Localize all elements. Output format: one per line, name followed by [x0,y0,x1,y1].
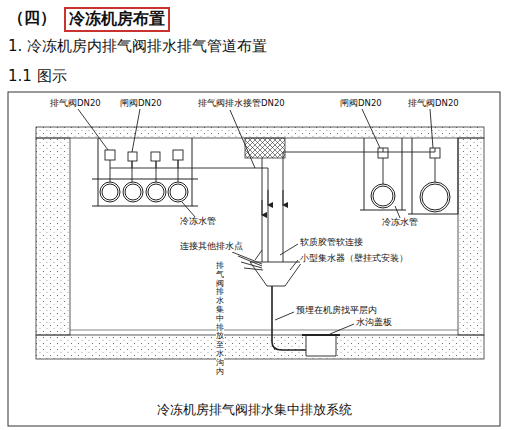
part-label: 连接其他排水点 [180,242,243,252]
subheading: 1. 冷冻机房内排气阀排水排气管道布置 [8,38,267,55]
part-label: 软质胶管软连接 [300,238,363,248]
vertical-note: 排气阀排水集中排放至水沟内 [216,262,224,376]
part-label: 冷冻水管 [180,217,216,227]
part-label: 排气阀DN20 [408,99,459,109]
part-label: 冷冻水管 [382,218,418,228]
caption: 冷冻机房排气阀排水集中排放系统 [157,403,352,418]
part-label: 水沟盖板 [356,318,392,328]
part-label: 预埋在机房找平层内 [296,306,377,316]
part-label: 闸阀DN20 [120,99,162,109]
part-label: 排气阀DN20 [50,99,101,109]
subheading: 1.1 图示 [8,68,67,85]
title-text: 冷冻机房布置 [69,9,165,28]
title-box: 冷冻机房布置 [64,7,170,32]
part-label: 小型集水器（壁挂式安装） [300,254,408,264]
part-label: 排气阀排水接管DN20 [198,99,285,109]
part-label: 闸阀DN20 [340,99,382,109]
section-number: （四） [8,9,56,27]
